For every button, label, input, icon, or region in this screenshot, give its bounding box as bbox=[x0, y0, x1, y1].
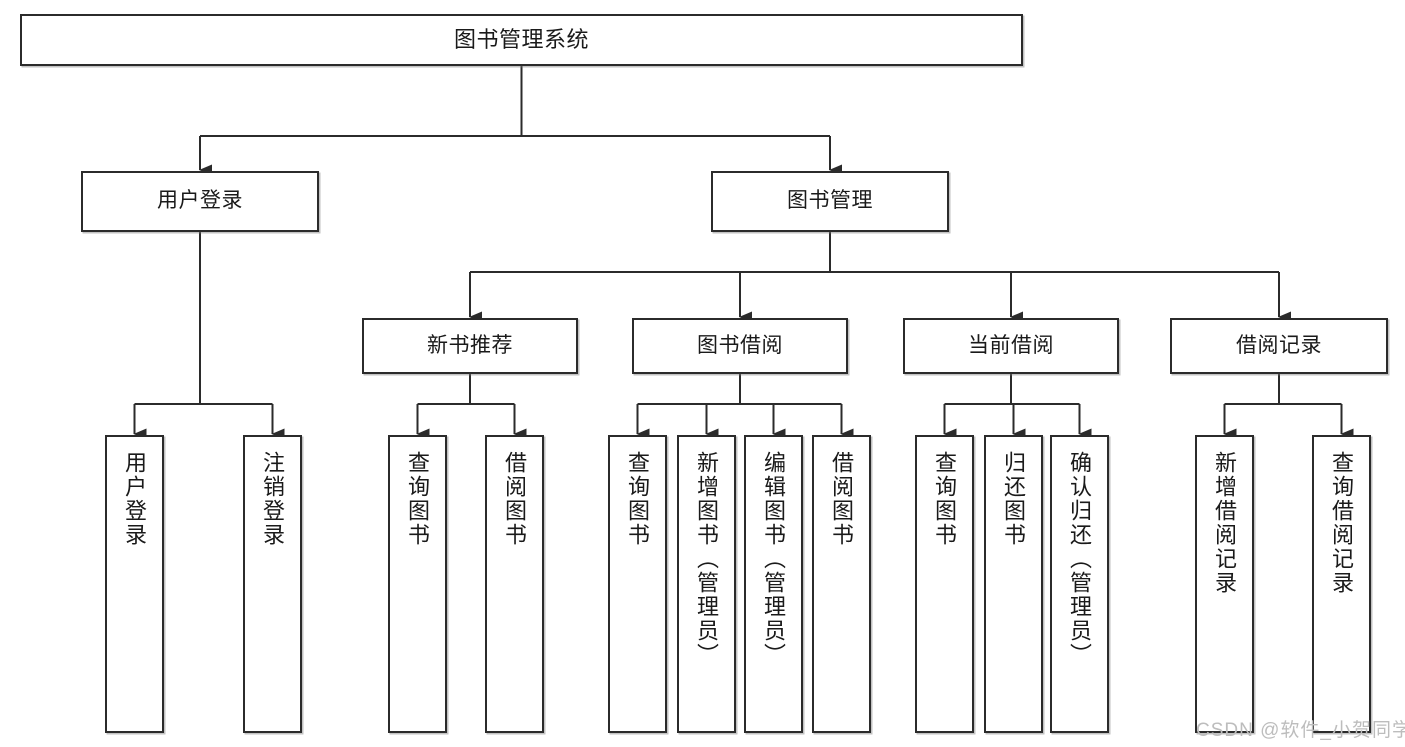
node-leaf-user-login[interactable]: 用户登录 bbox=[105, 435, 164, 733]
node-leaf-logout[interactable]: 注销登录 bbox=[243, 435, 302, 733]
node-leaf-rec-borrow-book-label: 借阅图书 bbox=[502, 451, 528, 547]
node-leaf-bb-add-book-label: 新增图书（管理员） bbox=[694, 451, 720, 667]
node-leaf-cb-query-book[interactable]: 查询图书 bbox=[915, 435, 974, 733]
node-current-borrow-label: 当前借阅 bbox=[968, 333, 1054, 357]
node-leaf-br-query-record-label: 查询借阅记录 bbox=[1329, 451, 1355, 595]
connector-lines bbox=[133, 66, 1354, 440]
node-leaf-rec-query-book-label: 查询图书 bbox=[405, 451, 431, 547]
node-leaf-bb-add-book[interactable]: 新增图书（管理员） bbox=[677, 435, 736, 733]
node-leaf-br-query-record[interactable]: 查询借阅记录 bbox=[1312, 435, 1371, 733]
node-leaf-rec-borrow-book[interactable]: 借阅图书 bbox=[485, 435, 544, 733]
node-leaf-br-add-record[interactable]: 新增借阅记录 bbox=[1195, 435, 1254, 733]
node-leaf-logout-label: 注销登录 bbox=[260, 451, 286, 547]
node-leaf-bb-borrow-book[interactable]: 借阅图书 bbox=[812, 435, 871, 733]
node-leaf-cb-confirm-return-label: 确认归还（管理员） bbox=[1067, 451, 1093, 667]
node-user-login-label: 用户登录 bbox=[157, 189, 243, 213]
node-leaf-cb-return-book[interactable]: 归还图书 bbox=[984, 435, 1043, 733]
node-book-borrow[interactable]: 图书借阅 bbox=[632, 318, 848, 374]
node-root[interactable]: 图书管理系统 bbox=[20, 14, 1023, 66]
node-leaf-br-add-record-label: 新增借阅记录 bbox=[1212, 451, 1238, 595]
node-current-borrow[interactable]: 当前借阅 bbox=[903, 318, 1119, 374]
node-user-login[interactable]: 用户登录 bbox=[81, 171, 319, 232]
node-leaf-cb-query-book-label: 查询图书 bbox=[932, 451, 958, 547]
node-leaf-bb-query-book-label: 查询图书 bbox=[625, 451, 651, 547]
node-new-book-recommend-label: 新书推荐 bbox=[427, 333, 513, 357]
csdn-watermark: CSDN @软件_小贺同学 bbox=[1196, 720, 1405, 741]
node-borrow-record[interactable]: 借阅记录 bbox=[1170, 318, 1388, 374]
node-leaf-bb-edit-book[interactable]: 编辑图书（管理员） bbox=[744, 435, 803, 733]
node-leaf-bb-edit-book-label: 编辑图书（管理员） bbox=[761, 451, 787, 667]
node-book-manage-label: 图书管理 bbox=[787, 189, 873, 213]
node-leaf-user-login-label: 用户登录 bbox=[122, 451, 148, 547]
node-leaf-cb-return-book-label: 归还图书 bbox=[1001, 451, 1027, 547]
node-leaf-bb-borrow-book-label: 借阅图书 bbox=[829, 451, 855, 547]
node-book-borrow-label: 图书借阅 bbox=[697, 333, 783, 357]
node-leaf-cb-confirm-return[interactable]: 确认归还（管理员） bbox=[1050, 435, 1109, 733]
node-leaf-rec-query-book[interactable]: 查询图书 bbox=[388, 435, 447, 733]
node-new-book-recommend[interactable]: 新书推荐 bbox=[362, 318, 578, 374]
node-leaf-bb-query-book[interactable]: 查询图书 bbox=[608, 435, 667, 733]
node-root-label: 图书管理系统 bbox=[453, 27, 589, 53]
node-borrow-record-label: 借阅记录 bbox=[1236, 333, 1322, 357]
node-book-manage[interactable]: 图书管理 bbox=[711, 171, 949, 232]
